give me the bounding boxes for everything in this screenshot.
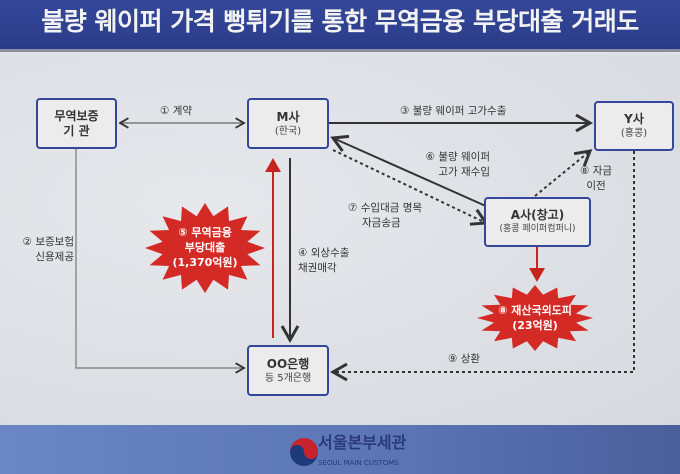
arrow-guarantee [75,149,246,374]
label-line: 신용제공 [35,251,74,263]
loan-burst [145,203,265,293]
node-sub: (한국) [274,125,302,137]
node-sub: (홍콩 페이퍼컴퍼니) [499,224,576,234]
arrow-repay [329,151,635,382]
node-sub: 등 5개은행 [264,372,312,384]
label-contract: ① 계약 [160,105,193,117]
footer-band [0,425,680,474]
node-title: Y사 [624,112,644,126]
label-export: ③ 불량 웨이퍼 고가수출 [400,105,507,117]
label-line: ⑥ 불량 웨이퍼 [425,151,490,163]
label-line: ⑧ 자금 [580,165,613,177]
title-banner: 불량 웨이퍼 가격 뻥튀기를 통한 무역금융 부당대출 거래도 [0,0,680,52]
flight-burst-text: ⑧ 재산국외도피 (23억원) [485,303,585,333]
node-title: M사 [276,109,300,124]
org-name: 서울본부세관 [318,433,407,452]
label-repay: ⑨ 상환 [448,353,481,365]
arrow-remit [332,149,489,226]
node-title: OO은행 [266,356,310,371]
label-line: ⑦ 수입대금 명목 [348,202,423,214]
label-line: 이전 [586,180,606,192]
burst-line: 부당대출 [184,241,226,254]
burst-line: (23억원) [512,319,558,332]
label-line: 자금송금 [362,217,401,229]
flight-burst [477,285,593,351]
label-line: 채권매각 [298,262,337,274]
node-a: A사(창고) (홍콩 페이퍼컴퍼니) [484,197,591,247]
node-y: Y사 (홍콩) [594,101,674,151]
arrow-reimport [330,134,489,208]
burst-line: ⑧ 재산국외도피 [498,304,572,317]
label-line: ② 보증보험 [22,236,74,248]
org-name-en: SEOUL MAIN CUSTOMS [318,459,399,467]
node-title: 기 관 [63,123,90,138]
page-title: 불량 웨이퍼 가격 뻥튀기를 통한 무역금융 부당대출 거래도 [41,7,639,36]
node-title: A사(창고) [510,208,565,222]
burst-line: (1,370억원) [172,256,238,269]
node-sub: (홍콩) [620,128,648,139]
label-line: ④ 외상수출 [298,247,350,259]
burst-line: ⑤ 무역금융 [178,226,232,239]
node-title: 무역보증 [54,108,99,123]
label-line: 고가 재수입 [438,166,490,178]
node-m: M사(한국) [247,98,329,149]
